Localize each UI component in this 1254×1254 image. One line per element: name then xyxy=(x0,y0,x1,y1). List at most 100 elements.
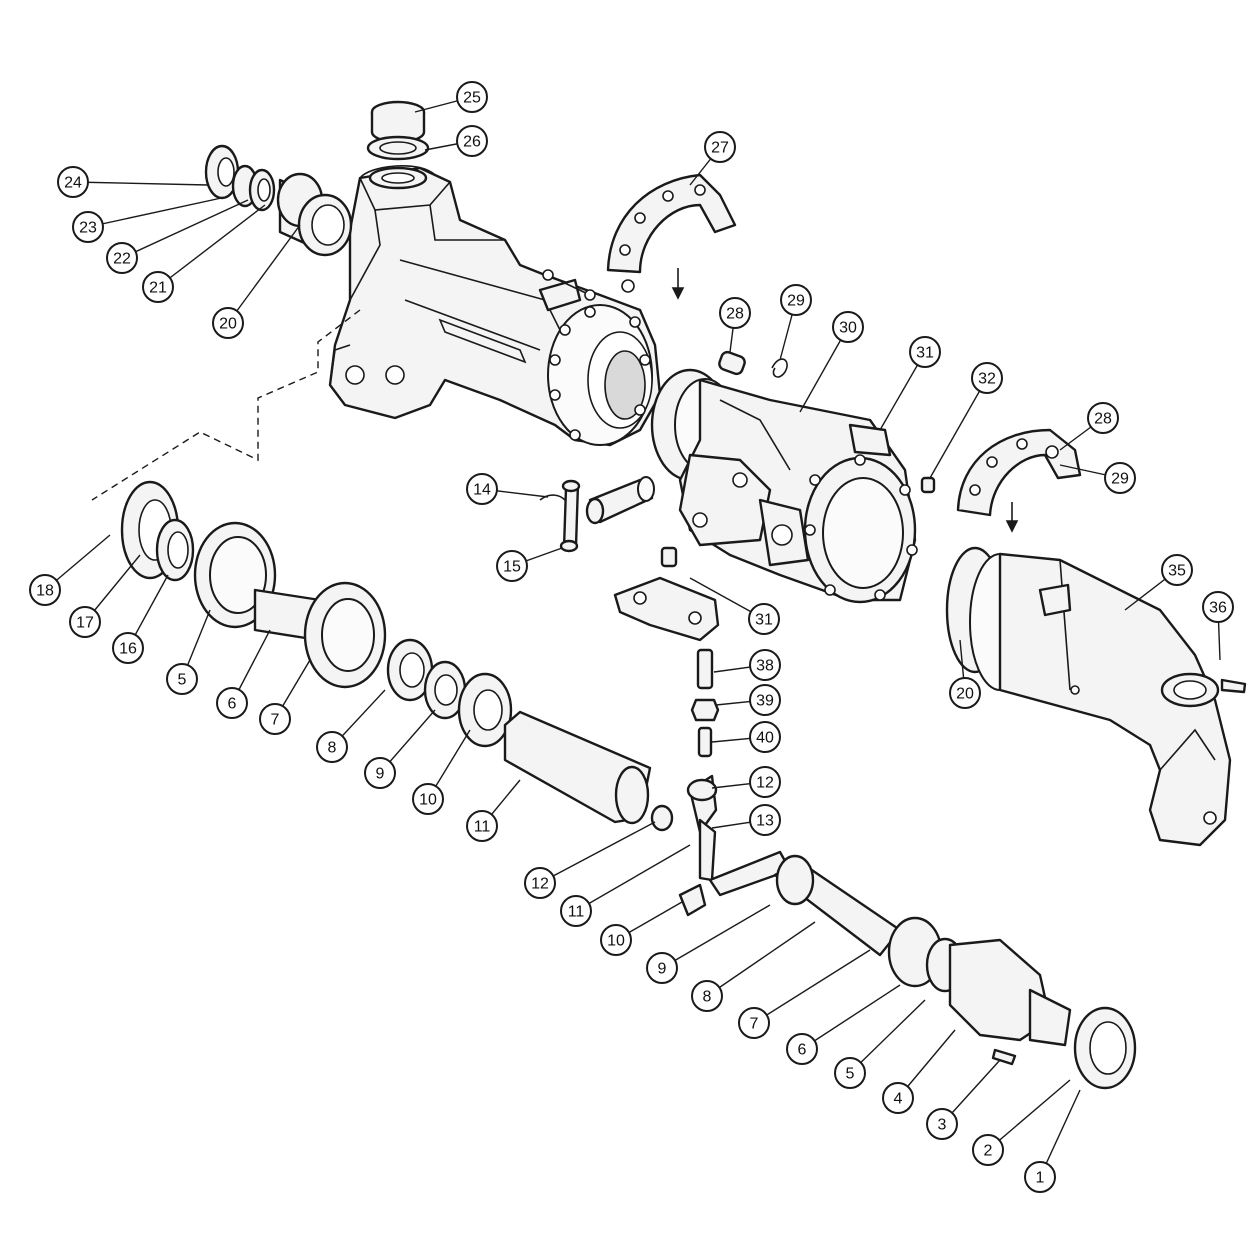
callout-c24: 24 xyxy=(57,166,89,198)
callout-circle xyxy=(112,632,144,664)
callout-c10a: 10 xyxy=(412,783,444,815)
leader-line-c12a xyxy=(539,821,656,884)
callout-c32: 32 xyxy=(971,362,1003,394)
callout-number: 24 xyxy=(64,175,82,192)
callout-c5a: 5 xyxy=(166,663,198,695)
half-shaft-lower-assembly xyxy=(678,774,1137,1090)
leader-line-c11b xyxy=(575,844,691,912)
callout-number: 2 xyxy=(984,1143,993,1160)
callout-c29a: 29 xyxy=(780,284,812,316)
callout-number: 8 xyxy=(328,740,337,757)
callout-circle xyxy=(456,81,488,113)
callout-circle xyxy=(704,131,736,163)
callout-c11a: 11 xyxy=(466,810,498,842)
callout-number: 4 xyxy=(894,1091,903,1108)
callout-c10b: 10 xyxy=(600,924,632,956)
callout-number: 10 xyxy=(607,933,625,950)
callout-number: 10 xyxy=(419,792,437,809)
callout-c5b: 5 xyxy=(834,1057,866,1089)
callout-number: 1 xyxy=(1036,1170,1045,1187)
callout-circle xyxy=(749,804,781,836)
callout-c30: 30 xyxy=(832,311,864,343)
callout-circle xyxy=(738,1007,770,1039)
callout-circle xyxy=(72,211,104,243)
callout-circle xyxy=(646,952,678,984)
callout-number: 23 xyxy=(79,220,97,237)
callout-c20a: 20 xyxy=(212,307,244,339)
callout-number: 7 xyxy=(750,1016,759,1033)
callout-c23: 23 xyxy=(72,211,104,243)
pin-28 xyxy=(718,350,746,376)
shim-plate-right xyxy=(956,428,1082,517)
callout-circle xyxy=(972,1134,1004,1166)
callout-c36: 36 xyxy=(1202,591,1234,623)
leader-line-c23 xyxy=(87,196,227,228)
callout-circle xyxy=(166,663,198,695)
left-bearing-set xyxy=(204,144,353,257)
left-axle-housing xyxy=(328,165,662,447)
leader-line-c24 xyxy=(72,181,209,186)
callout-c3: 3 xyxy=(926,1108,958,1140)
callout-number: 28 xyxy=(726,306,744,323)
callout-number: 12 xyxy=(531,876,549,893)
callout-number: 36 xyxy=(1209,600,1227,617)
callout-number: 9 xyxy=(658,961,667,978)
callout-c15: 15 xyxy=(496,550,528,582)
right-axle-housing xyxy=(945,546,1247,847)
callout-c8b: 8 xyxy=(691,980,723,1012)
callout-circle xyxy=(909,336,941,368)
callout-number: 28 xyxy=(1094,411,1112,428)
callout-number: 26 xyxy=(463,134,481,151)
callout-number: 18 xyxy=(36,583,54,600)
callout-circle xyxy=(106,242,138,274)
callout-c20b: 20 xyxy=(949,677,981,709)
callout-circle xyxy=(57,166,89,198)
leader-line-c6b xyxy=(801,984,901,1050)
callout-number: 5 xyxy=(178,672,187,689)
callout-c25: 25 xyxy=(456,81,488,113)
callout-c13: 13 xyxy=(749,804,781,836)
callout-c12a: 12 xyxy=(524,867,556,899)
callout-number: 22 xyxy=(113,251,131,268)
callout-circle xyxy=(142,271,174,303)
callout-number: 32 xyxy=(978,371,996,388)
leader-line-c8b xyxy=(706,921,816,997)
callout-circle xyxy=(749,649,781,681)
callout-circle xyxy=(69,606,101,638)
callout-number: 21 xyxy=(149,280,167,297)
lever-bracket-31 xyxy=(613,546,720,642)
callout-number: 14 xyxy=(473,482,491,499)
callout-circle xyxy=(749,766,781,798)
callout-number: 13 xyxy=(756,813,774,830)
callout-circle xyxy=(466,810,498,842)
callout-number: 16 xyxy=(119,641,137,658)
callout-circle xyxy=(1104,462,1136,494)
shim-plate-27 xyxy=(606,173,737,293)
callout-circle xyxy=(832,311,864,343)
callout-c4: 4 xyxy=(882,1082,914,1114)
callout-circle xyxy=(364,757,396,789)
callout-c1: 1 xyxy=(1024,1161,1056,1193)
callout-c9b: 9 xyxy=(646,952,678,984)
callout-number: 6 xyxy=(798,1042,807,1059)
callout-circle xyxy=(466,473,498,505)
callout-c31b: 31 xyxy=(748,603,780,635)
callout-number: 15 xyxy=(503,559,521,576)
leader-line-c5b xyxy=(849,999,926,1074)
callout-number: 38 xyxy=(756,658,774,675)
callout-circle xyxy=(749,684,781,716)
callout-circle xyxy=(29,574,61,606)
callout-c40: 40 xyxy=(749,721,781,753)
callout-c12b: 12 xyxy=(749,766,781,798)
callout-c16: 16 xyxy=(112,632,144,664)
callout-c17: 17 xyxy=(69,606,101,638)
callout-c9a: 9 xyxy=(364,757,396,789)
callout-circle xyxy=(780,284,812,316)
leader-dashed-line xyxy=(91,309,361,501)
callout-circle xyxy=(971,362,1003,394)
callout-number: 30 xyxy=(839,320,857,337)
callout-number: 29 xyxy=(787,293,805,310)
callout-number: 20 xyxy=(956,686,974,703)
callout-circle xyxy=(600,924,632,956)
